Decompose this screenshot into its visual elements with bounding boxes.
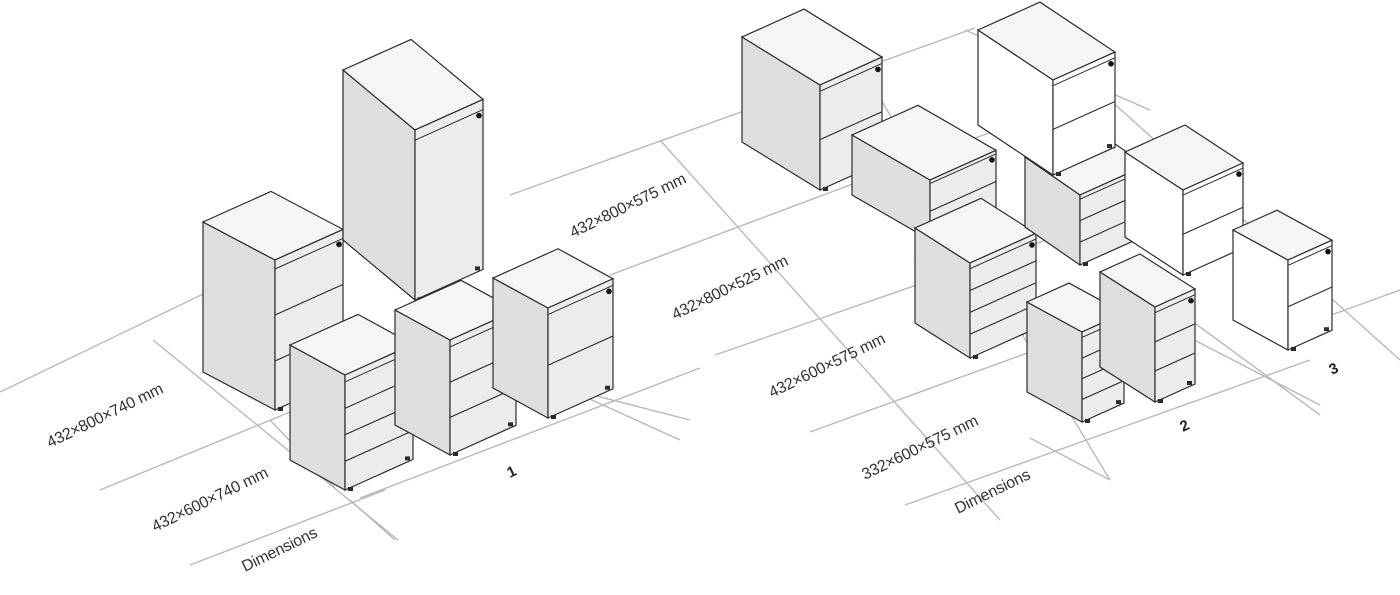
drawer-divider [1154,323,1196,343]
group-2-row-2-dimension: 432×800×525 mm [669,253,791,324]
cabinet-8 [913,197,1038,360]
drawer-divider [969,304,1037,335]
caster-icon [475,266,480,271]
drawer-divider [1287,286,1333,308]
lock-icon [1188,297,1194,304]
drawer-divider [819,111,883,141]
grid-line-17 [904,359,1311,506]
grid-line-13 [659,139,1001,521]
drawer-divider [274,283,344,316]
top-drawer-edge [1052,57,1116,87]
caster-icon [823,187,828,191]
top-drawer-edge [414,109,484,141]
drawer-divider [1154,352,1196,372]
caster-icon [1085,419,1090,423]
drawer-divider [344,430,414,462]
caster-icon [1056,172,1061,176]
top-drawer-edge [274,237,344,270]
cabinet-front [414,98,484,301]
cabinet-12 [976,1,1117,177]
drawer-divider [547,335,614,366]
group-2-number: 2 [1177,417,1192,436]
caster-icon [1116,400,1121,405]
lock-icon [989,157,995,163]
group-2-row-1-dimension: 432×800×575 mm [567,171,689,242]
top-drawer-edge [819,62,883,92]
lock-icon [1325,248,1331,255]
caster-icon [348,487,353,491]
drawer-divider [969,260,1037,292]
caster-icon [1291,347,1296,351]
drawer-divider [1182,206,1244,235]
group-1-row-2-dimension: 432×600×740 mm [149,465,271,536]
top-drawer-edge [1154,294,1196,314]
drawer-divider [929,180,997,212]
lock-icon [1108,61,1114,67]
lock-icon [336,241,342,248]
grid-line-7 [359,367,701,499]
group-1-dimensions-heading: Dimensions [239,524,320,575]
cabinet-front [1052,51,1116,176]
caster-icon [1186,272,1191,276]
caster-icon [453,452,458,456]
caster-icon [508,422,513,427]
caster-icon [1324,327,1329,332]
top-drawer-edge [929,153,997,185]
caster-icon [1107,144,1112,149]
cabinet-front [1154,288,1196,403]
top-drawer-edge [547,284,614,316]
cabinet-13 [1123,124,1245,277]
lock-icon [476,112,482,119]
caster-icon [278,407,283,411]
grid-line-5 [99,409,296,491]
caster-icon [405,456,410,461]
drawer-divider [1052,100,1116,130]
cabinet-14 [1231,209,1334,352]
cabinet-11 [1098,253,1197,404]
cabinet-5 [491,248,615,420]
group-3-number: 3 [1326,360,1341,379]
drawer-divider [1081,380,1125,401]
cabinet-front [547,277,614,419]
caster-icon [1083,262,1088,266]
lock-icon [1029,242,1035,248]
group-2-row-3-dimension: 432×600×575 mm [766,331,888,402]
lock-icon [1236,171,1242,177]
cabinet-illustrations [201,1,1334,492]
grid-line-6 [189,489,386,566]
caster-icon [973,355,978,359]
caster-icon [1187,381,1192,385]
cabinet-front [1182,162,1244,276]
caster-icon [551,415,556,419]
group-1-number: 1 [504,463,519,482]
top-drawer-edge [1182,167,1244,196]
cabinet-2 [341,38,485,302]
grid-line-4 [349,499,396,541]
group-1-row-1-dimension: 432×800×740 mm [44,381,166,452]
lock-icon [875,66,881,73]
cabinet-front [1287,239,1333,351]
top-drawer-edge [1287,245,1333,266]
caster-icon [605,385,610,390]
top-drawer-edge [969,238,1037,270]
grid-line-18 [1029,437,1111,481]
caster-icon [1158,399,1163,403]
drawer-divider [969,282,1037,313]
lock-icon [606,288,612,295]
group-2-row-4-dimension: 332×600×575 mm [859,413,981,484]
